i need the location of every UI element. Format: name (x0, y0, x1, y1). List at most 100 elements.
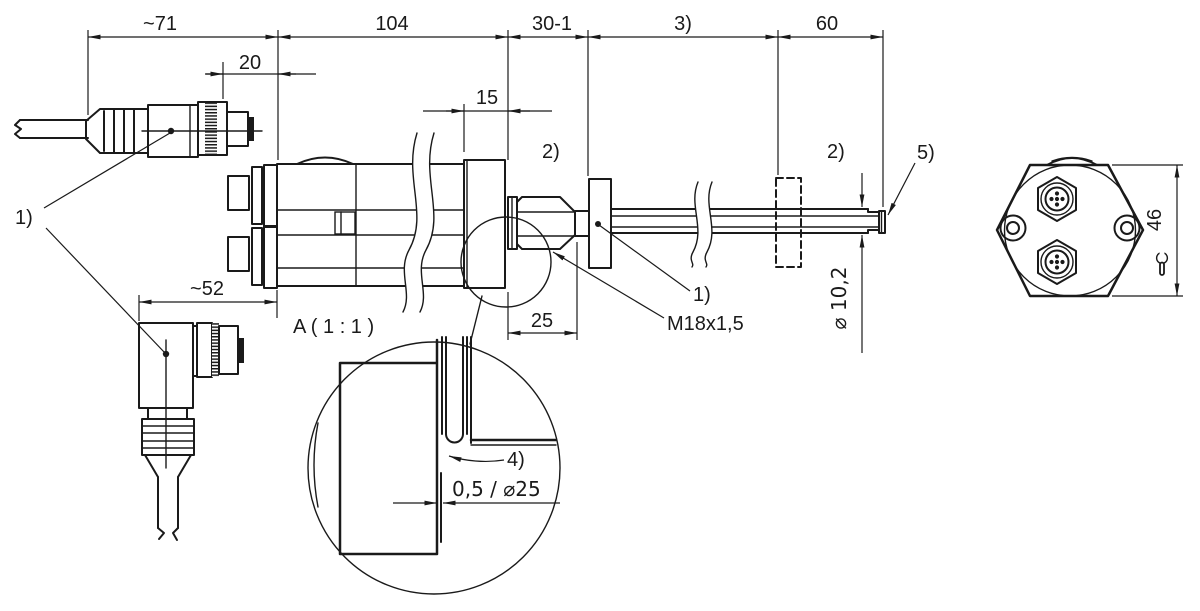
socket-hex-boss (1037, 176, 1077, 222)
hex-end-view: 46 (995, 156, 1183, 298)
detail-circle (307, 341, 561, 595)
break-gap (403, 133, 434, 312)
socket-inner-ring (1044, 249, 1070, 275)
callout-5: 5) (917, 142, 935, 164)
dim-20: 20 (205, 52, 316, 99)
rod-outline (610, 208, 869, 234)
detail-title: A ( 1 : 1 ) (293, 316, 374, 338)
body-face-outline (338, 338, 439, 556)
knurl-band (212, 323, 219, 377)
wrench-jaw-gap (1159, 249, 1165, 255)
callout-1-text: 1) (15, 207, 33, 229)
pin (1049, 259, 1054, 265)
break-curve (402, 132, 418, 313)
dim-71-text: ~71 (143, 13, 177, 35)
pin (1054, 254, 1060, 259)
thread-lines (441, 336, 472, 444)
detail-indicator-circle (460, 216, 552, 308)
hole-outer (999, 214, 1027, 242)
pin (1054, 196, 1060, 202)
straight-cable-connector (14, 101, 263, 158)
rod-inner-lines (610, 215, 880, 228)
thread-spec: M18x1,5 (667, 313, 744, 335)
cable (157, 476, 179, 529)
port-flange (263, 164, 278, 228)
strain-relief-ribs (103, 108, 135, 154)
profile-lines (276, 209, 465, 269)
socket-inner-ring (1044, 186, 1070, 212)
callout-2-left: 2) (542, 141, 560, 163)
pin (1054, 202, 1060, 207)
pin (1060, 196, 1065, 202)
dim-rod-diameter: ⌀ 10,2 (827, 173, 865, 353)
leader-line-thread (552, 251, 665, 319)
strain-relief-block (141, 418, 195, 456)
coupling-ring-outer (218, 325, 239, 375)
side-port-upper (227, 164, 278, 228)
callouts-main-view: 2) 2) 5) 1) M18x1,5 (542, 141, 935, 335)
socket-outer-ring (1040, 182, 1074, 216)
dim-3-text: 3) (674, 13, 692, 35)
port-ring (251, 166, 263, 225)
hex-housing (995, 163, 1145, 298)
strain-relief-ribs (141, 425, 195, 449)
break-lines-housing (402, 132, 435, 313)
chamfer-circle (1003, 164, 1137, 297)
coupling-ring (196, 322, 213, 378)
rod-tip-step (867, 208, 880, 234)
cable (19, 119, 89, 139)
port-tip (227, 175, 250, 211)
pin (1054, 259, 1060, 265)
callout-4: 4) (507, 449, 525, 471)
cable-break (157, 527, 179, 541)
detail-view-a: A ( 1 : 1 ) 4) 0,5 / ⌀25 (293, 316, 561, 595)
cable-break (14, 119, 22, 139)
hole-outer (1113, 214, 1141, 242)
angled-cable-connector: ~52 (138, 278, 278, 541)
dim-15: 15 (423, 87, 552, 152)
wrench-handle (1159, 261, 1165, 276)
dim-15-text: 15 (476, 87, 498, 109)
dim-25: 25 (507, 242, 578, 340)
leader-line (45, 227, 166, 354)
break-curve (690, 181, 699, 268)
dim-52-text: ~52 (190, 278, 224, 300)
nut-neck (574, 210, 590, 237)
dim-wrench-flats: 46 (1112, 164, 1183, 297)
leader-line (43, 132, 171, 209)
port-flange (263, 225, 278, 289)
pin (1060, 259, 1065, 265)
connector-tip (226, 111, 249, 147)
strain-relief-taper (144, 454, 192, 478)
sensor-rod (610, 177, 886, 268)
nut-arc-background (313, 422, 319, 508)
pin (1049, 196, 1054, 202)
mount-and-rod (460, 177, 886, 345)
strain-relief (85, 108, 149, 154)
dim-30-1-text: 30-1 (532, 13, 572, 35)
connector-socket-upper (1037, 176, 1077, 222)
break-curve (419, 132, 435, 313)
dim-20-text: 20 (239, 52, 261, 74)
dim-104-text: 104 (375, 13, 408, 35)
side-port-lower (227, 225, 278, 289)
connector-nose (248, 117, 254, 141)
nut-chamfer-lines (516, 211, 576, 237)
pin (1054, 265, 1060, 270)
break-curve (704, 181, 713, 268)
knurl-band (205, 102, 217, 155)
flange (588, 178, 612, 269)
dim-25-text: 25 (531, 310, 553, 332)
end-block (463, 159, 506, 289)
leader-line-5 (887, 162, 916, 216)
callout-2-right: 2) (827, 141, 845, 163)
screw-hole-right (1113, 214, 1141, 242)
thread-undercut-groove (445, 433, 464, 444)
leader-line-4 (448, 455, 505, 463)
flats-text: 46 (1144, 209, 1166, 231)
detail-connector-line (469, 295, 483, 345)
connector-socket-lower (1037, 239, 1077, 285)
socket-outer-ring (1040, 245, 1074, 279)
